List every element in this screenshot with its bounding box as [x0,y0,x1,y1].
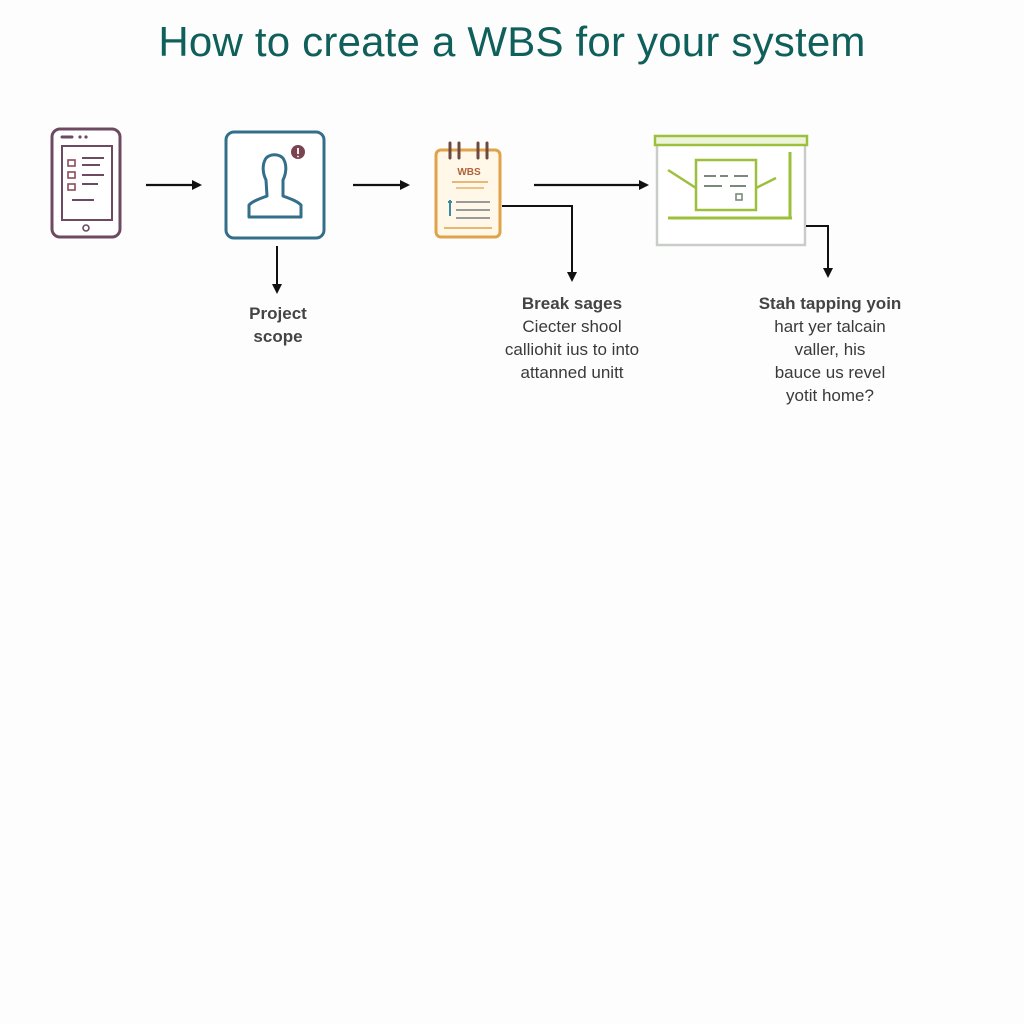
step-caption-break-stages: Break sages Ciecter shool calliohit ius … [478,292,666,384]
caption-heading: Stah tapping yoin [758,294,902,313]
caption-line: Ciecter shool [522,317,622,336]
wbs-notepad-icon: WBS [434,141,502,239]
caption-line: hart yer talcain [774,317,886,336]
caption-line: attanned unitt [520,363,624,382]
caption-line: yotit home? [786,386,874,405]
caption-line: valler, his [794,340,866,359]
caption-line: bauce us revel [774,363,886,382]
caption-heading: Break sages [521,294,623,313]
structure-board-icon [653,134,809,247]
page-title: How to create a WBS for your system [158,18,866,65]
notepad-label: WBS [457,167,481,178]
caption-line: Project [249,304,307,323]
user-icon [224,130,326,240]
caption-line: scope [253,327,303,346]
caption-line: calliohit ius to into [504,340,640,359]
connector-3 [806,225,833,278]
step-caption-mapping: Stah tapping yoin hart yer talcain valle… [742,292,918,407]
tablet-icon [50,127,122,239]
wbs-flow-diagram: WBS [50,127,833,294]
connector-2 [502,205,577,282]
step-caption-project-scope: Project scope [208,302,348,348]
